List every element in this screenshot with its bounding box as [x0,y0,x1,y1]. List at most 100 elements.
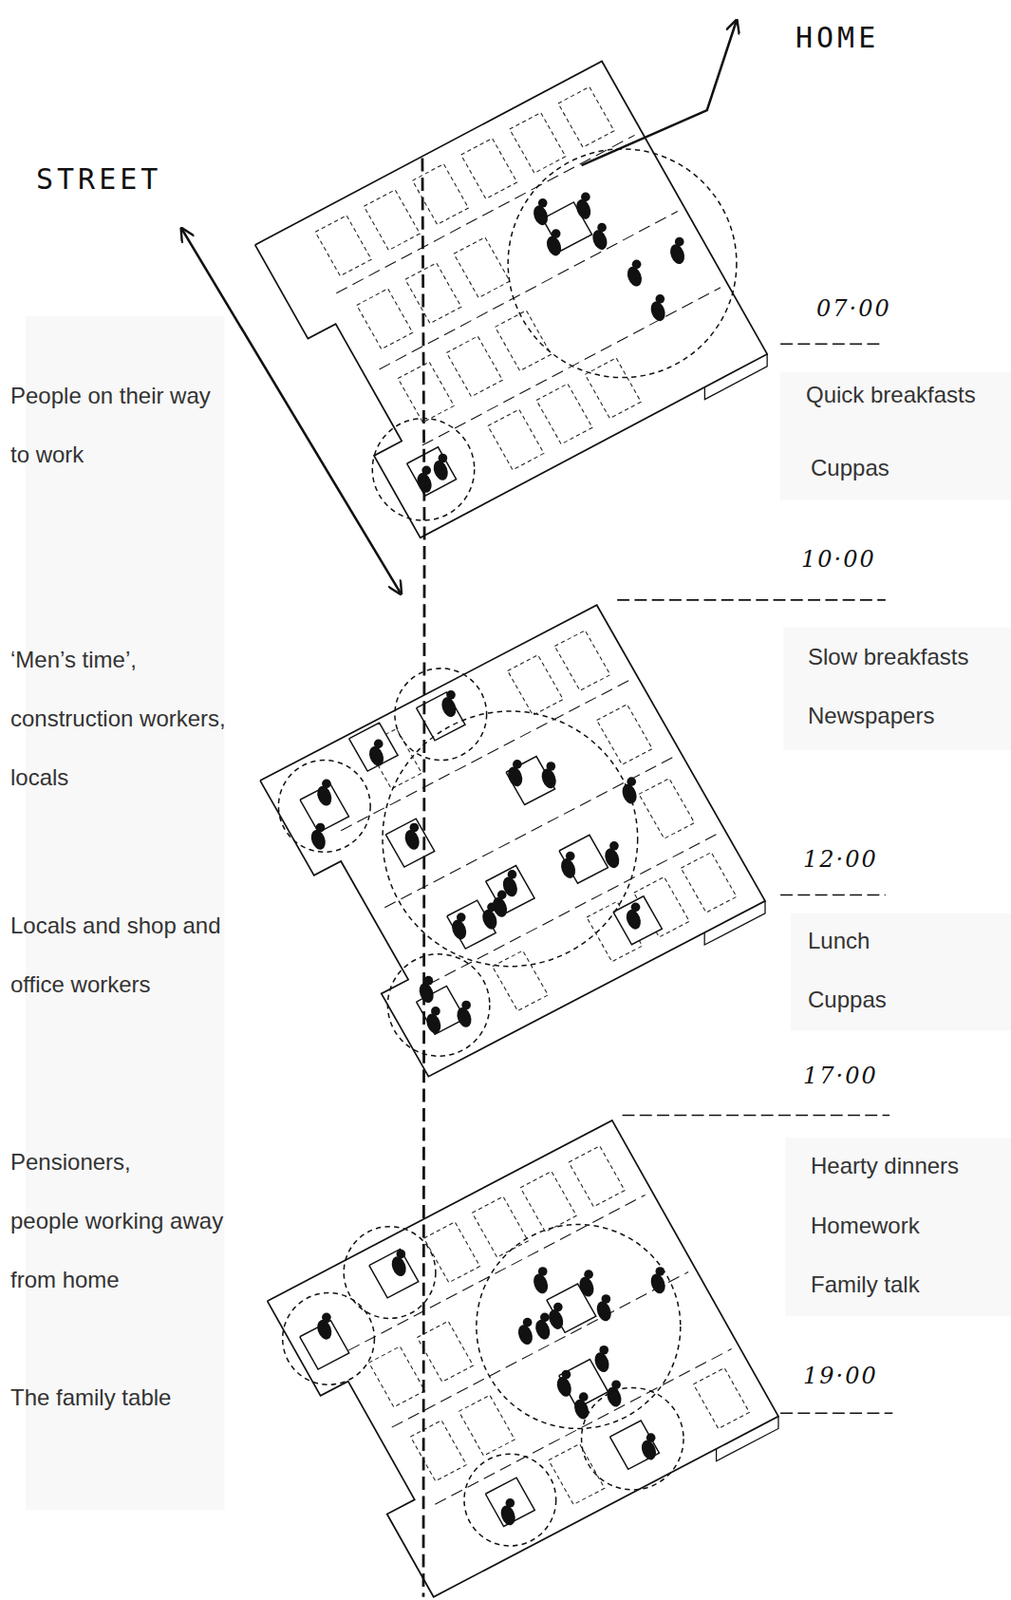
person-figure [539,761,559,790]
time-tick [780,342,882,345]
person-head [512,759,523,769]
text-line: locals [10,748,226,807]
text-panel [780,372,1011,500]
person-head [545,761,556,771]
person-figure [667,237,687,266]
plan-outline [255,60,768,538]
person-head [565,851,576,862]
time-label: 12·00 [803,844,879,874]
person-head [611,1379,621,1389]
home-arrow [581,19,737,166]
activity-label: Family talk [810,1270,920,1299]
time-label: 10·00 [801,544,877,574]
text-line: ‘Men’s time’, [10,630,226,690]
person-head [540,1311,550,1322]
person-head [583,1269,594,1279]
person-head [601,1293,612,1304]
person-figure [624,259,644,288]
person-head [430,1006,441,1016]
person-head [561,1369,572,1380]
person-figure [592,1345,612,1374]
activity-label: Slow breakfasts [807,642,969,672]
empty-table [315,215,372,277]
zone-circle [476,1224,681,1429]
partition-line [428,833,718,985]
person-figure [402,823,422,852]
text-line: Lunch [807,926,870,955]
empty-table [410,1420,467,1481]
text-line: Newspapers [807,701,935,731]
text-line: Slow breakfasts [807,642,969,672]
time-axis [422,158,425,1597]
empty-table [405,262,462,324]
empty-table [397,361,454,423]
person-figure [571,1391,591,1421]
partition-line [384,756,674,908]
time-tick [622,1114,891,1117]
text-line: to work [10,425,211,485]
empty-table [692,1367,749,1429]
person-head [551,228,562,239]
person-figure [416,975,436,1005]
plan-outline [267,1120,779,1597]
empty-table [554,630,611,691]
text-line: office workers [10,954,222,1014]
person-head [553,1302,563,1312]
zone-circle [278,760,371,853]
text-line: People on their way [10,366,211,426]
plan-outline [260,604,766,1076]
occupied-table [369,1248,419,1297]
activity-label: Quick breakfasts [805,380,976,410]
occupied-table [407,447,457,496]
occupied-table [385,818,434,867]
person-figure [619,776,639,806]
person-figure [449,912,469,941]
person-figure [638,1432,658,1461]
person-head [632,259,642,269]
empty-table [520,1171,577,1233]
partition-line [434,1348,731,1505]
text-line: construction workers, [10,689,226,749]
person-head [409,823,419,833]
empty-table [446,336,503,397]
person-figure [543,228,563,258]
text-line: STREET [36,161,162,198]
person-figure [554,1369,574,1399]
text-panel [790,913,1011,1031]
occupied-table [349,722,398,771]
person-figure [480,901,500,931]
empty-table [356,288,413,350]
person-figure [590,223,610,252]
empty-table [461,138,518,200]
time-label: 07·00 [816,294,892,323]
empty-table [536,383,593,445]
empty-table [487,409,544,470]
text-panel [785,1137,1011,1316]
person-figure [515,1317,535,1347]
empty-table [458,1394,515,1456]
text-line: 19·00 [803,1361,879,1390]
activity-label: Lunch [807,926,870,955]
person-figure [454,1000,474,1030]
person-head [374,739,384,749]
empty-table [424,1221,481,1283]
plan-depth [704,354,768,400]
user-group-label: People on their way to work [10,366,211,485]
text-line: 10·00 [801,544,877,574]
person-head [674,237,685,247]
empty-table [453,237,510,299]
zone-circle [581,1386,684,1489]
person-figure [532,1311,552,1341]
person-figure [389,1249,409,1278]
text-line: Cuppas [810,453,890,483]
person-head [461,1000,471,1011]
person-figure [308,823,328,852]
person-head [538,1266,548,1276]
person-figure [558,851,578,880]
text-line: Hearty dinners [810,1151,959,1180]
time-tick [780,1412,893,1415]
empty-table [369,1346,426,1407]
text-line: Locals and shop and [10,896,222,955]
occupied-table [299,784,349,833]
